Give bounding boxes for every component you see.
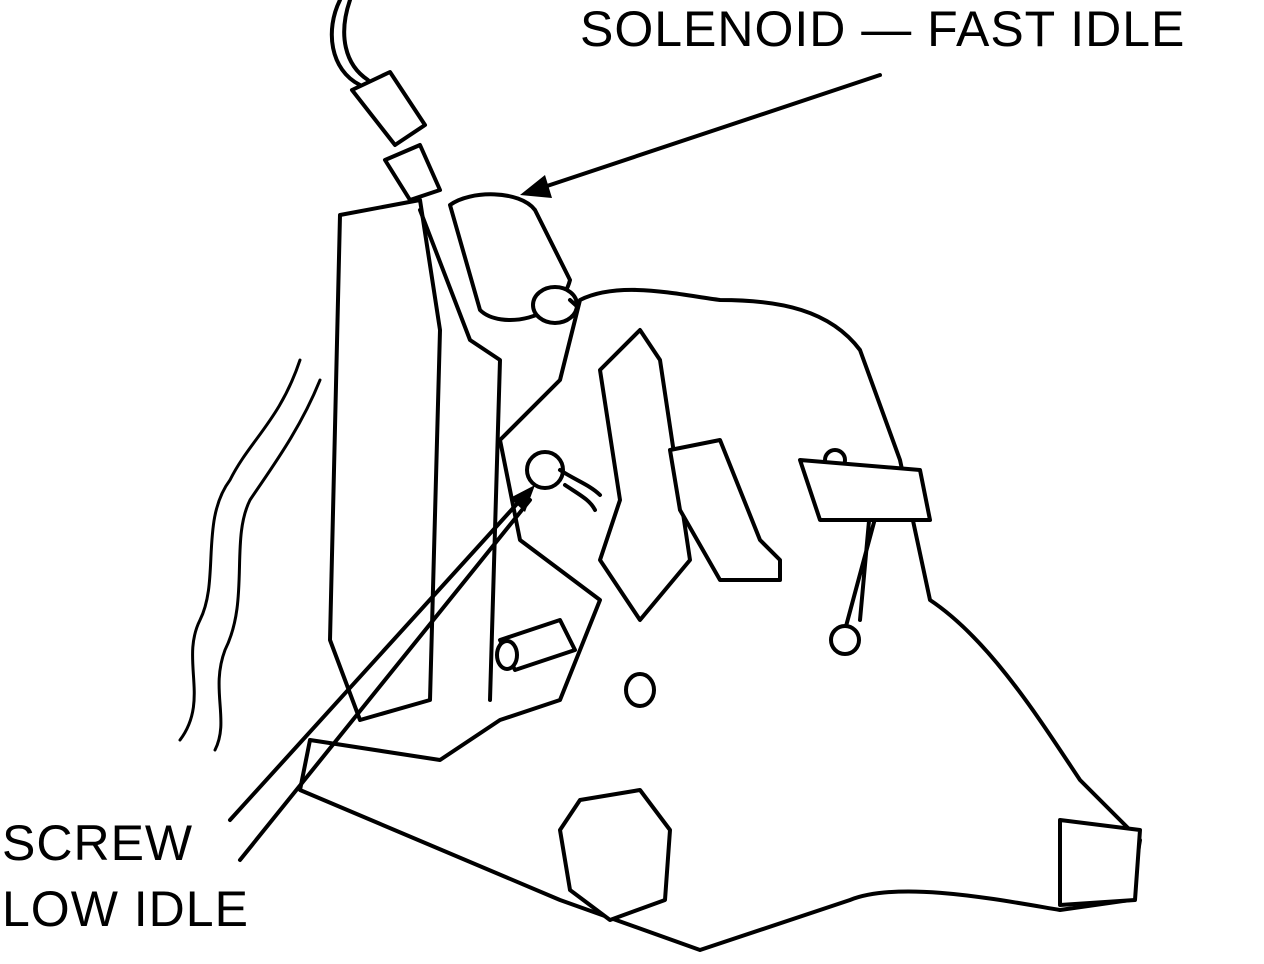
screw-leader-arrow	[228, 493, 527, 822]
solenoid-body	[448, 192, 572, 322]
wire-connector	[350, 70, 427, 147]
solenoid-wire	[329, 0, 362, 87]
engine-outline	[178, 358, 302, 742]
hex-nut	[558, 788, 672, 922]
low-idle-screw	[525, 450, 565, 490]
low-idle-label: LOW IDLE	[2, 881, 249, 937]
mounting-bracket	[328, 198, 442, 722]
throttle-housing	[298, 287, 1142, 952]
throttle-lever	[598, 328, 692, 622]
solenoid-leader-arrow	[533, 73, 882, 192]
solenoid-fast-idle-label: SOLENOID — FAST IDLE	[580, 1, 1186, 57]
screw-label: SCREW	[2, 815, 194, 871]
